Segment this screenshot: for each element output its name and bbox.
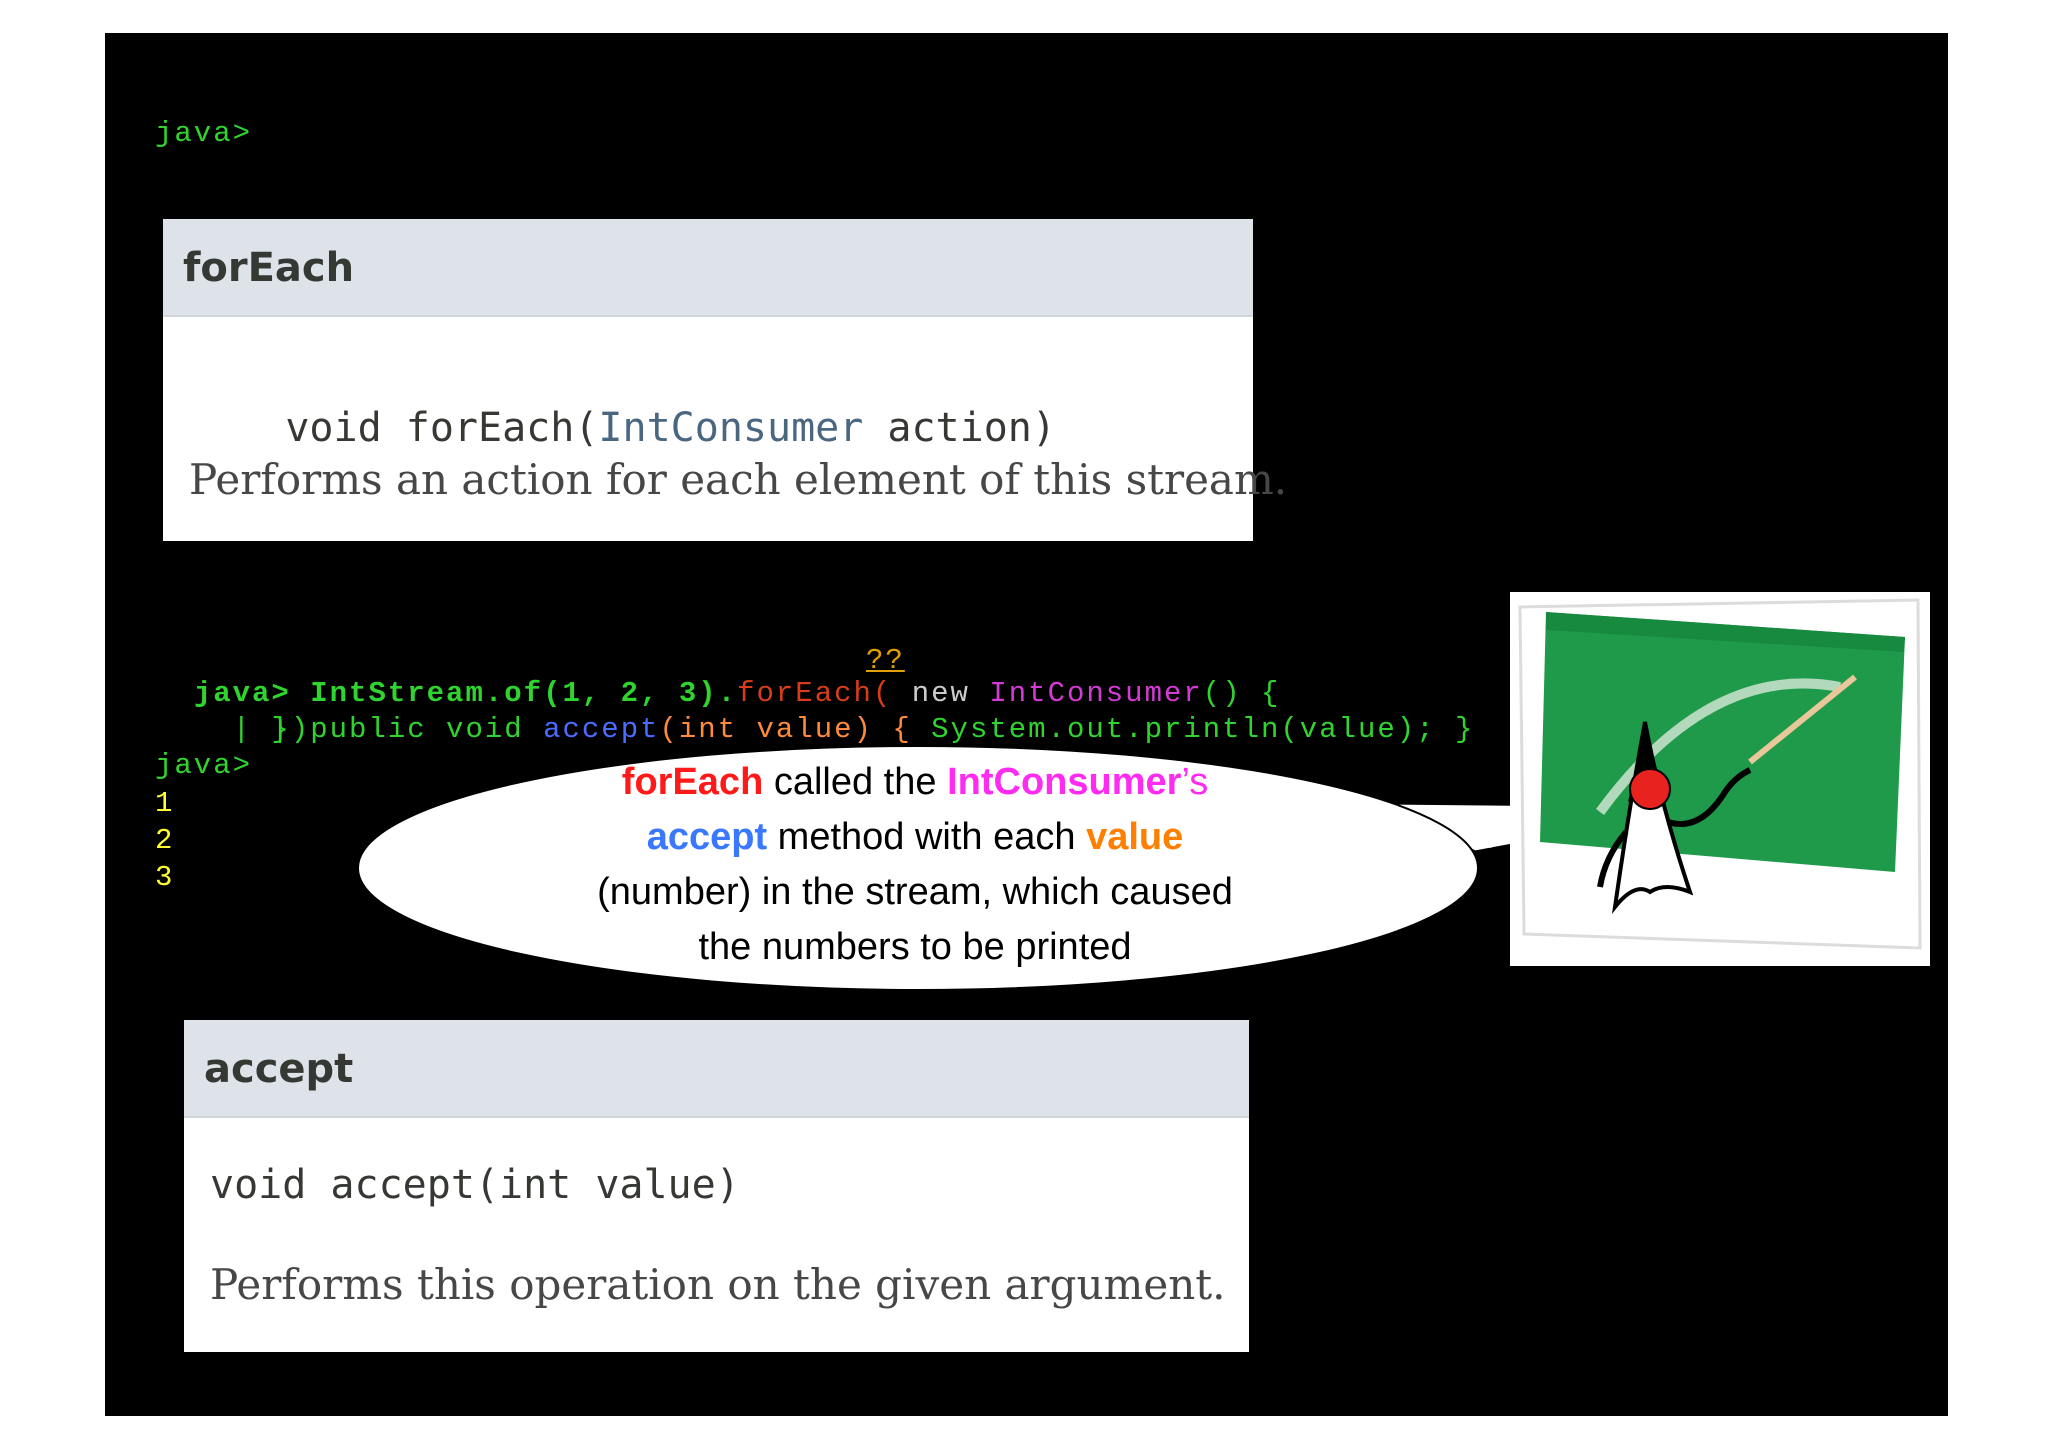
- bubble-line-1: forEach called the IntConsumer’s: [470, 755, 1360, 810]
- doc-card-accept: accept void accept(int value) Performs t…: [184, 1020, 1249, 1352]
- code-println-body: System.out.println(value); }: [931, 713, 1475, 746]
- bubble-possessive: ’s: [1181, 761, 1209, 803]
- terminal-prompt-after: java>: [155, 749, 253, 782]
- terminal-code-line-3: | }): [155, 713, 311, 746]
- terminal-prompt-top: java>: [155, 117, 253, 150]
- doc-signature-foreach: void forEach(IntConsumer action): [189, 359, 1056, 497]
- doc-card-foreach: forEach void forEach(IntConsumer action)…: [163, 219, 1287, 541]
- bubble-accept-word: accept: [646, 816, 768, 858]
- bubble-intconsumer-word: IntConsumer: [947, 761, 1182, 803]
- code-brace-open: () {: [1202, 677, 1281, 710]
- terminal-code-line-1: java> IntStream.of(1, 2, 3).forEach( new…: [155, 640, 1280, 712]
- bubble-foreach-word: forEach: [621, 761, 764, 803]
- bubble-called-the: called the: [763, 761, 948, 803]
- code-accept-method: accept: [543, 713, 660, 746]
- output-value-2: 2: [155, 824, 175, 857]
- doc-title-foreach: forEach: [163, 219, 1253, 317]
- terminal-code-line-2: | public void accept(int value) { System…: [155, 676, 1474, 748]
- doc-title-accept: accept: [184, 1020, 1249, 1118]
- code-params: (int value) {: [659, 713, 932, 746]
- signature-type-link[interactable]: IntConsumer: [598, 405, 864, 451]
- code-prompt: java>: [193, 677, 291, 710]
- bubble-line-2: accept method with each value: [470, 810, 1360, 865]
- output-value-3: 3: [155, 861, 175, 894]
- duke-teacher-illustration: [1518, 598, 1922, 950]
- bubble-value-word: value: [1086, 816, 1184, 858]
- code-intconsumer-type: IntConsumer: [969, 677, 1203, 710]
- code-foreach-call: forEach(: [737, 677, 893, 710]
- doc-signature-accept: void accept(int value): [210, 1162, 740, 1208]
- bubble-line-3: (number) in the stream, which caused: [597, 871, 1233, 913]
- signature-prefix: void forEach(: [285, 405, 599, 451]
- output-value-1: 1: [155, 787, 175, 820]
- doc-description-accept: Performs this operation on the given arg…: [210, 1260, 1226, 1309]
- code-method-decl: public void: [310, 713, 544, 746]
- duke-teacher-icon: [1510, 592, 1930, 966]
- signature-suffix: action): [863, 405, 1056, 451]
- code-overlay-glyphs: ??: [866, 644, 905, 677]
- bubble-caption: forEach called the IntConsumer’s accept …: [470, 755, 1360, 975]
- code-intstream-call: IntStream.of(1, 2, 3).: [290, 677, 738, 710]
- doc-description-foreach: Performs an action for each element of t…: [189, 455, 1288, 504]
- code-new-keyword: new: [892, 677, 970, 710]
- bubble-line-4: the numbers to be printed: [698, 926, 1132, 968]
- bubble-method-with-each: method with each: [767, 816, 1087, 858]
- code-pipe: |: [193, 713, 311, 746]
